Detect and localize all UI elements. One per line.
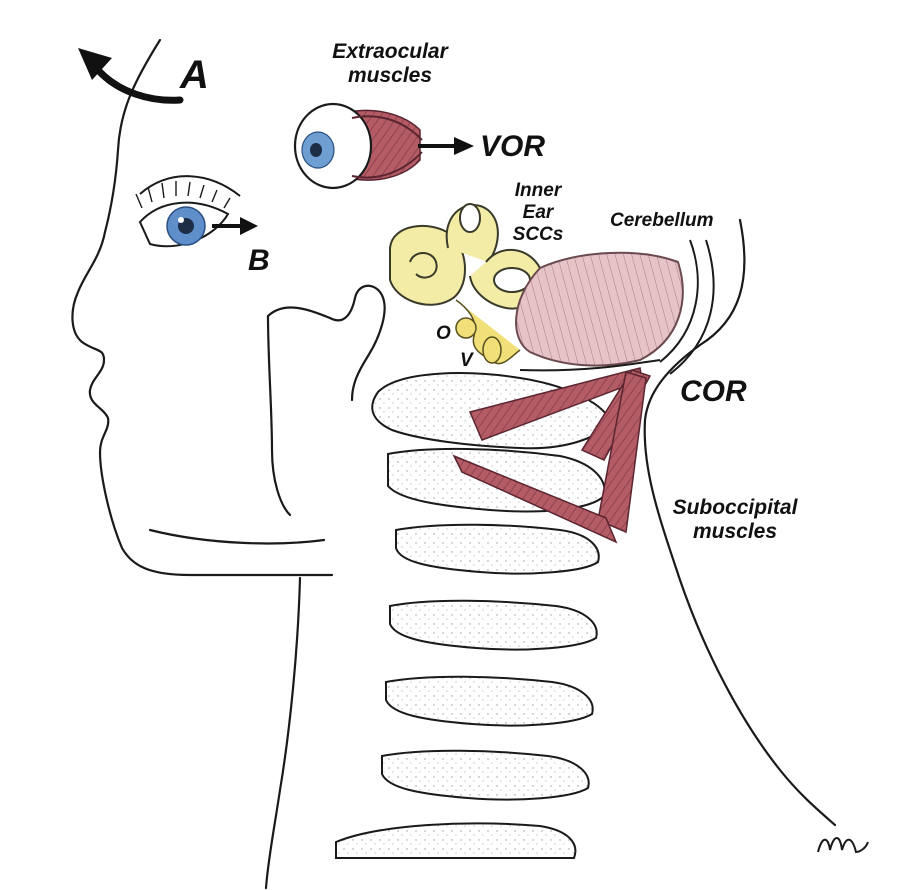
label-inner-ear-line-3: SCCs xyxy=(512,223,564,245)
label-extraocular-muscles: Extraocular muscles xyxy=(310,40,470,88)
label-a: A xyxy=(180,53,209,97)
label-inner-ear-line-1: Inner xyxy=(514,180,562,201)
inner-ear xyxy=(389,203,545,310)
label-suboccipital-line-1: Suboccipital xyxy=(672,496,798,519)
rotation-arrow-a xyxy=(78,48,184,104)
face-eye xyxy=(135,175,241,248)
label-o: O xyxy=(436,323,451,344)
cervical-spine xyxy=(335,372,612,859)
cerebellum xyxy=(515,239,715,375)
suboccipital-muscles xyxy=(452,367,652,544)
label-cerebellum: Cerebellum xyxy=(610,210,714,231)
label-suboccipital-line-2: muscles xyxy=(692,520,778,544)
face-profile xyxy=(71,38,837,890)
label-inner-ear-sccs: Inner Ear SCCs xyxy=(488,180,588,246)
vestibular-nerve xyxy=(455,299,521,365)
label-cor: COR xyxy=(680,375,747,408)
label-extraocular-line-1: Extraocular xyxy=(332,40,448,63)
gaze-arrow-b xyxy=(212,217,258,235)
eyeball-diagram xyxy=(293,102,423,190)
label-inner-ear-line-2: Ear xyxy=(522,201,554,223)
label-vor: VOR xyxy=(480,130,546,163)
label-b: B xyxy=(248,244,270,277)
label-v: V xyxy=(460,350,473,371)
label-suboccipital-muscles: Suboccipital muscles xyxy=(650,496,820,544)
skull-base xyxy=(519,359,661,372)
signature-mark-icon xyxy=(817,837,869,854)
label-extraocular-line-2: muscles xyxy=(347,64,433,88)
vor-arrow xyxy=(418,137,474,155)
